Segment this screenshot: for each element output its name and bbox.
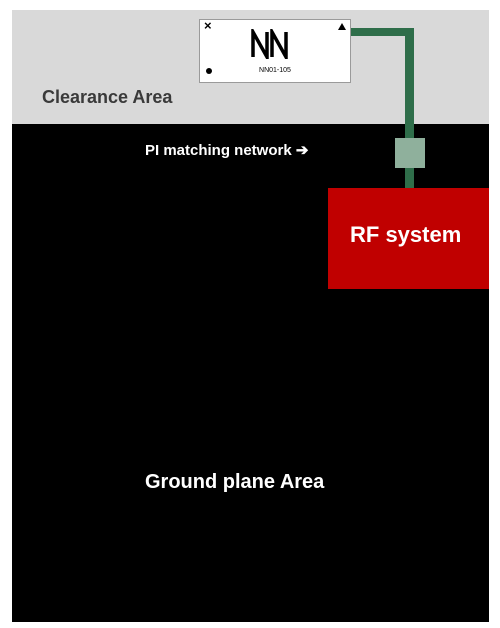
right-arrow-icon: ➔ [295, 142, 309, 159]
triangle-mark-icon [338, 23, 346, 30]
dot-mark-icon [206, 68, 212, 74]
x-mark-icon: × [204, 18, 212, 33]
matching-network-text: PI matching network [145, 142, 292, 159]
ground-plane-label: Ground plane Area [145, 471, 325, 493]
rf-system-block [328, 188, 489, 289]
chip-model-label: NN01-105 [259, 67, 291, 74]
feed-trace-horizontal [351, 28, 414, 36]
nn-logo-icon [251, 29, 288, 59]
antenna-chip: × NN01-105 [199, 18, 351, 83]
feed-trace-vertical [405, 28, 414, 190]
matching-network-label: PI matching network ➔ [145, 141, 308, 159]
rf-system-label: RF system [350, 222, 462, 247]
clearance-area-label: Clearance Area [42, 87, 173, 107]
pi-matching-network [395, 138, 425, 168]
